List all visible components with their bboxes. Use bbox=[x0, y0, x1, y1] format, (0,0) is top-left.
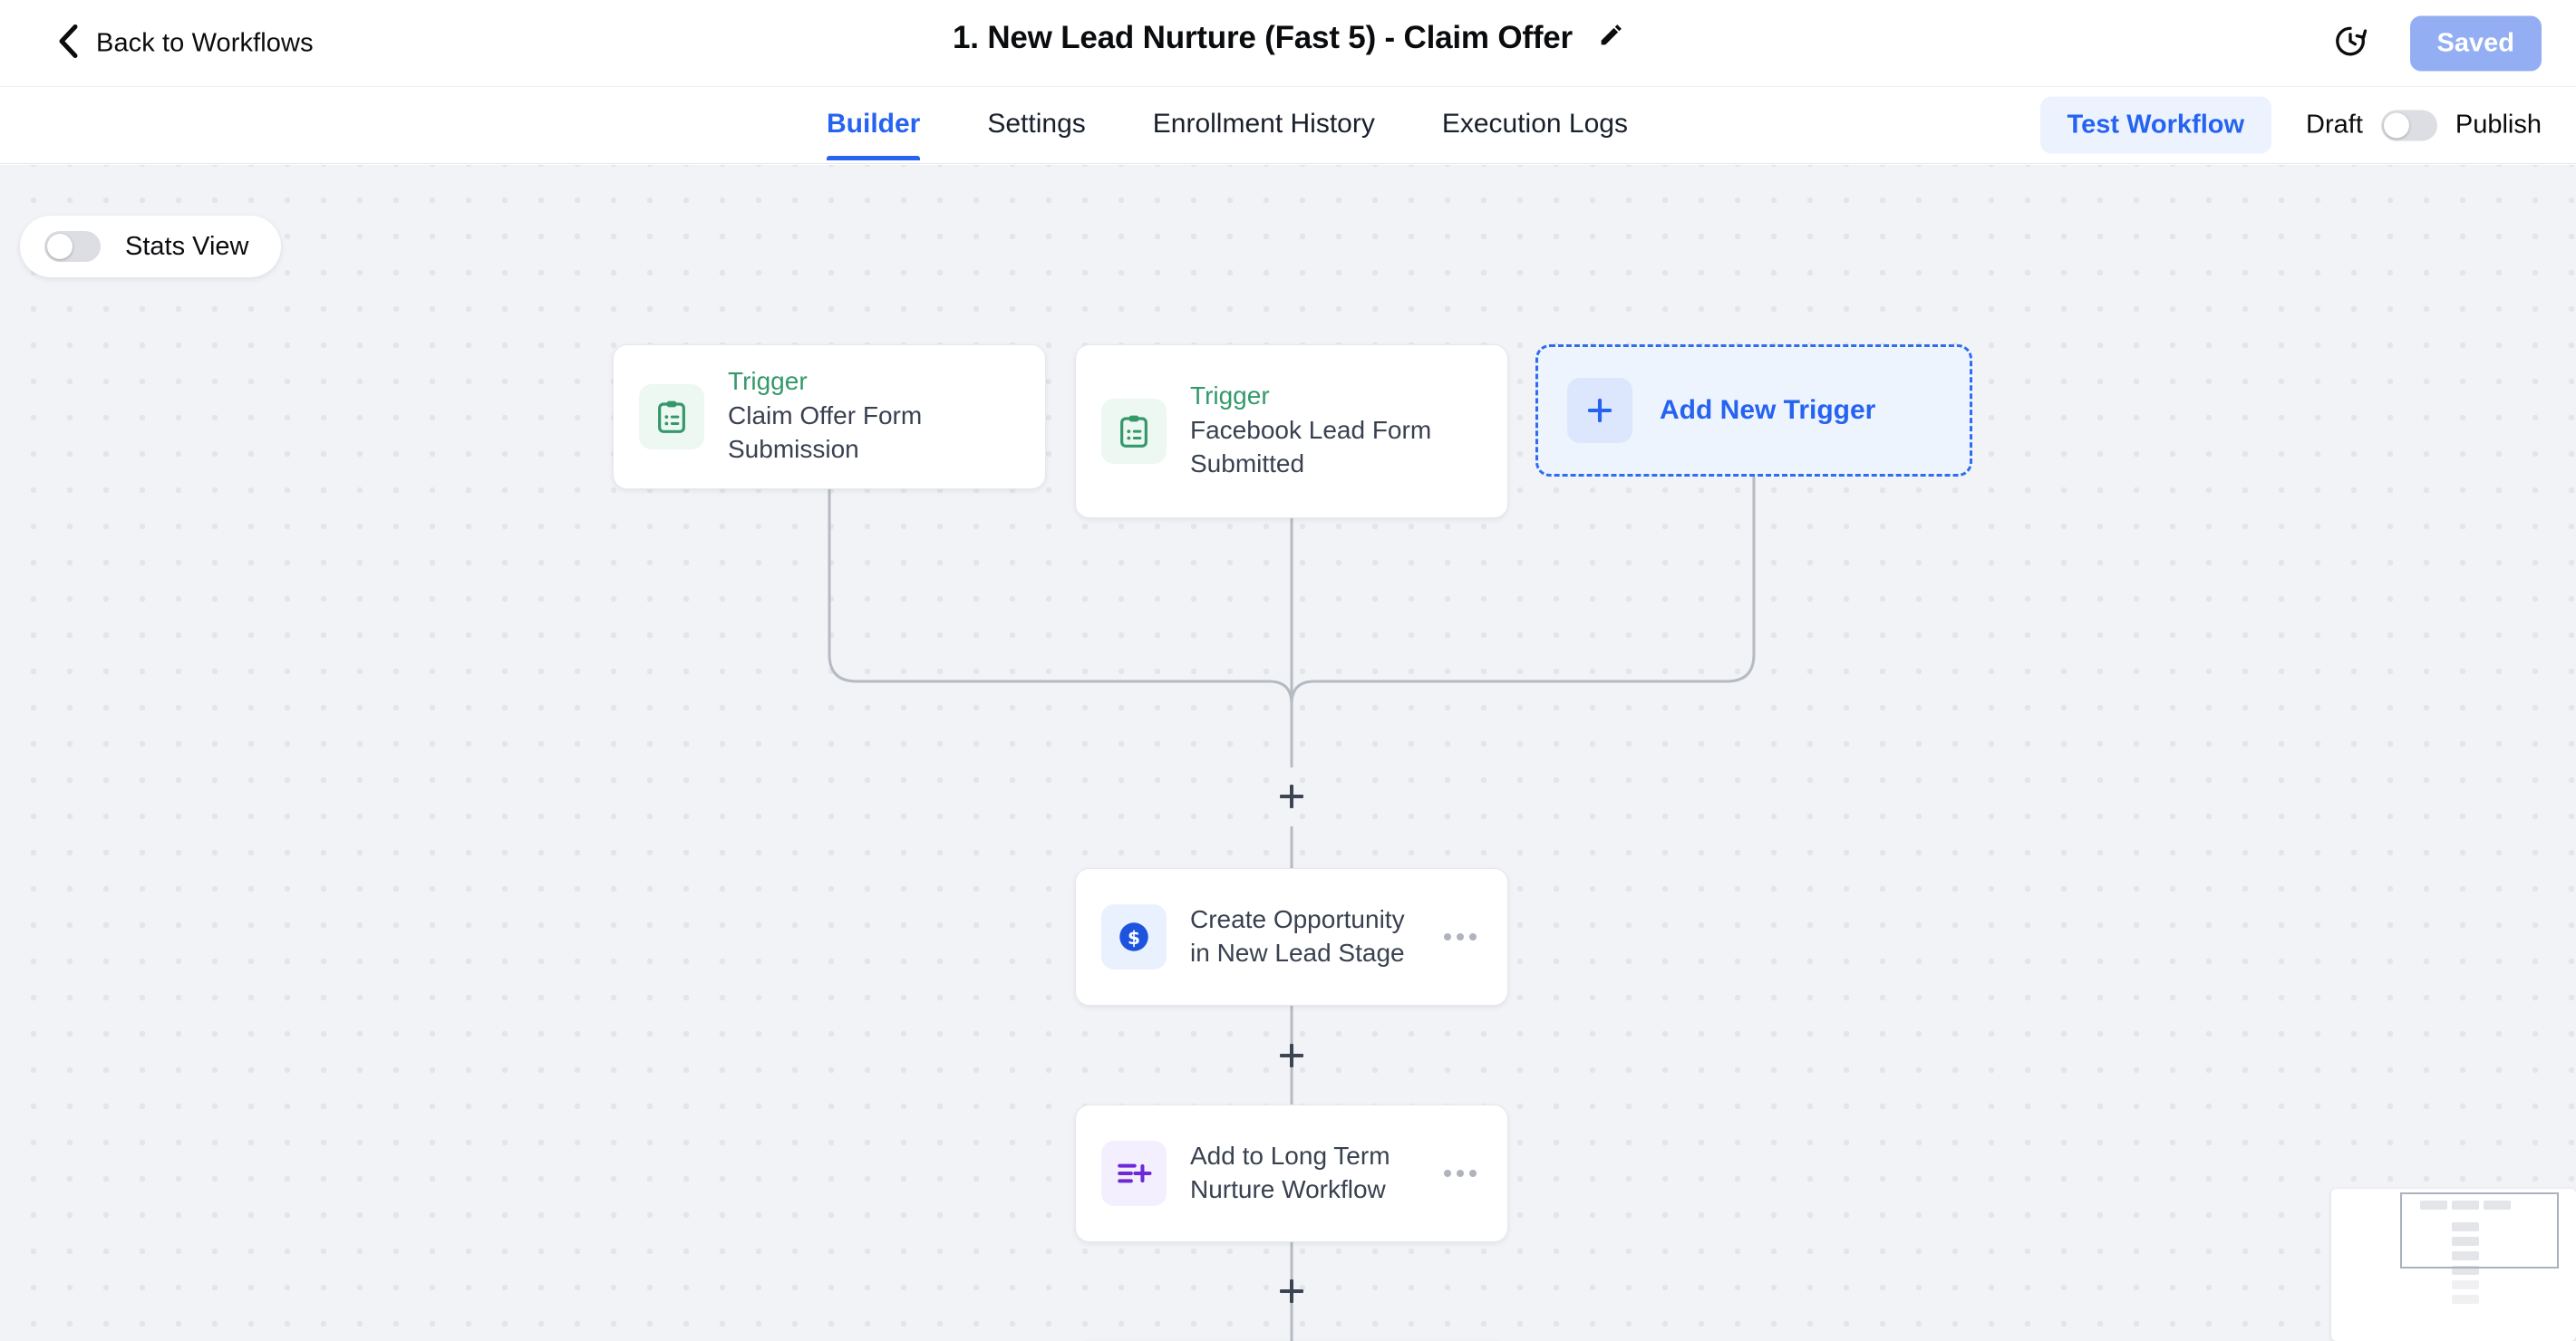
publish-label: Publish bbox=[2455, 110, 2542, 140]
trigger-node-claim-offer-form[interactable]: Trigger Claim Offer Form Submission bbox=[613, 344, 1046, 489]
minimap-viewport-rect[interactable] bbox=[2400, 1192, 2559, 1269]
add-step-button-after-triggers[interactable] bbox=[1273, 778, 1310, 815]
draft-label: Draft bbox=[2306, 110, 2363, 140]
canvas-minimap[interactable] bbox=[2331, 1189, 2576, 1341]
minimap-nodes bbox=[2331, 1189, 2576, 1341]
add-new-trigger-label: Add New Trigger bbox=[1660, 395, 1876, 425]
trigger-title: Facebook Lead Form Submitted bbox=[1190, 416, 1432, 478]
pencil-icon[interactable] bbox=[1596, 23, 1623, 54]
trigger-kicker: Trigger bbox=[728, 367, 808, 396]
chevron-left-icon bbox=[56, 23, 80, 63]
action-title: Add to Long Term Nurture Workflow bbox=[1190, 1142, 1390, 1203]
publish-toggle-group: Draft Publish bbox=[2306, 110, 2542, 140]
trigger-node-facebook-lead-form[interactable]: Trigger Facebook Lead Form Submitted bbox=[1075, 344, 1508, 518]
trigger-node-text: Trigger Claim Offer Form Submission bbox=[728, 367, 1020, 467]
add-step-button-after-create-opportunity[interactable] bbox=[1273, 1037, 1310, 1074]
tab-bar-actions: Test Workflow Draft Publish bbox=[2039, 96, 2542, 154]
stats-view-toggle[interactable] bbox=[44, 231, 101, 262]
publish-toggle[interactable] bbox=[2380, 110, 2437, 140]
action-node-text: Create Opportunity in New Lead Stage bbox=[1190, 903, 1415, 970]
plus-icon bbox=[1567, 378, 1632, 443]
trigger-node-text: Trigger Facebook Lead Form Submitted bbox=[1190, 381, 1482, 481]
publish-toggle-knob bbox=[2383, 112, 2409, 138]
stats-view-toggle-knob bbox=[47, 234, 73, 259]
tab-execution-logs[interactable]: Execution Logs bbox=[1441, 108, 1628, 139]
ellipsis-icon[interactable] bbox=[1438, 1165, 1482, 1182]
action-node-add-to-workflow[interactable]: Add to Long Term Nurture Workflow bbox=[1075, 1105, 1508, 1242]
trigger-title: Claim Offer Form Submission bbox=[728, 401, 923, 463]
add-new-trigger-button[interactable]: Add New Trigger bbox=[1535, 344, 1972, 477]
save-status-button[interactable]: Saved bbox=[2409, 15, 2542, 71]
stats-view-toggle-pill[interactable]: Stats View bbox=[20, 216, 282, 277]
action-node-text: Add to Long Term Nurture Workflow bbox=[1190, 1140, 1415, 1207]
tab-enrollment-history[interactable]: Enrollment History bbox=[1152, 108, 1375, 139]
ellipsis-icon[interactable] bbox=[1438, 929, 1482, 945]
stats-view-label: Stats View bbox=[125, 231, 249, 261]
workflow-title-group: 1. New Lead Nurture (Fast 5) - Claim Off… bbox=[953, 20, 1623, 56]
clipboard-form-icon bbox=[1101, 399, 1167, 464]
tab-list: Builder Settings Enrollment History Exec… bbox=[827, 87, 1695, 164]
dollar-circle-icon: $ bbox=[1101, 904, 1167, 970]
top-bar: Back to Workflows 1. New Lead Nurture (F… bbox=[0, 0, 2576, 87]
back-to-workflows-link[interactable]: Back to Workflows bbox=[56, 23, 314, 63]
clipboard-form-icon bbox=[639, 384, 704, 449]
trigger-kicker: Trigger bbox=[1190, 381, 1270, 410]
back-to-workflows-label: Back to Workflows bbox=[96, 28, 314, 57]
tab-builder[interactable]: Builder bbox=[827, 109, 921, 160]
svg-text:$: $ bbox=[1128, 927, 1140, 949]
action-node-create-opportunity[interactable]: $ Create Opportunity in New Lead Stage bbox=[1075, 868, 1508, 1006]
add-step-button-after-add-to-workflow[interactable] bbox=[1273, 1273, 1310, 1309]
workflow-canvas[interactable]: Stats View Trigger Claim Offer Form Subm… bbox=[0, 165, 2576, 1341]
test-workflow-button[interactable]: Test Workflow bbox=[2039, 96, 2272, 154]
clock-history-icon[interactable] bbox=[2333, 24, 2368, 63]
tab-settings[interactable]: Settings bbox=[987, 108, 1086, 139]
page-title: 1. New Lead Nurture (Fast 5) - Claim Off… bbox=[953, 19, 1573, 55]
action-title: Create Opportunity in New Lead Stage bbox=[1190, 905, 1405, 967]
tab-bar: Builder Settings Enrollment History Exec… bbox=[0, 87, 2576, 164]
list-add-icon bbox=[1101, 1141, 1167, 1206]
